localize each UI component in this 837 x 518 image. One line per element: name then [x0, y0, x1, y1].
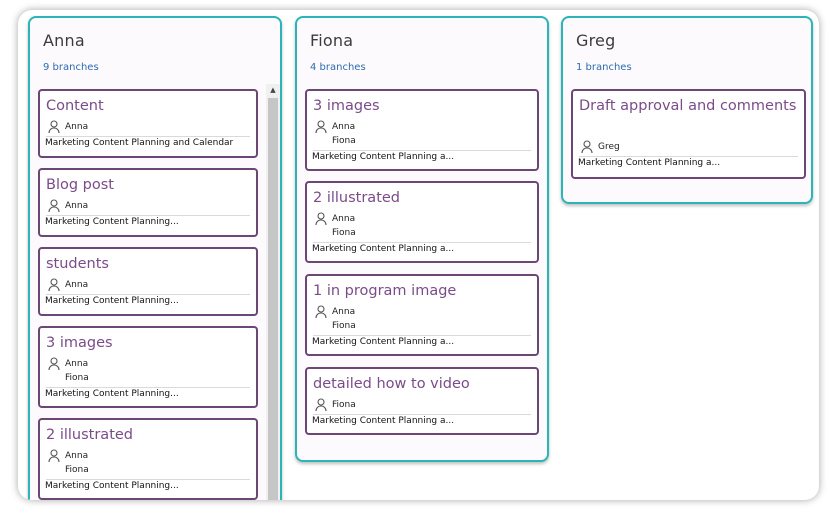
- card-title: Blog post: [46, 177, 114, 193]
- vertical-scrollbar[interactable]: ▲: [266, 84, 280, 500]
- card-title: Draft approval and comments: [579, 98, 797, 114]
- card-divider: [313, 242, 531, 243]
- person-icon: [581, 140, 593, 154]
- branch-card[interactable]: 1 in program image Anna Fiona Marketing …: [305, 274, 539, 356]
- plan-name: Marketing Content Planning...: [45, 389, 179, 399]
- plan-name: Marketing Content Planning a...: [312, 244, 455, 254]
- card-divider: [313, 150, 531, 151]
- assignee-names: Anna Fiona: [65, 451, 89, 475]
- plan-name: Marketing Content Planning...: [45, 481, 179, 491]
- column-branch-count: 1 branches: [576, 62, 632, 73]
- column-fiona: Fiona 4 branches 3 images Anna Fiona Mar…: [295, 16, 549, 462]
- branch-card[interactable]: 2 illustrated Anna Fiona Marketing Conte…: [305, 181, 539, 263]
- card-divider: [313, 335, 531, 336]
- branch-card[interactable]: 3 images Anna Fiona Marketing Content Pl…: [305, 89, 539, 171]
- branch-card[interactable]: students Anna Marketing Content Planning…: [38, 247, 258, 316]
- card-divider: [46, 136, 250, 137]
- assignee-names: Fiona: [332, 400, 356, 410]
- card-title: 2 illustrated: [313, 190, 401, 206]
- assignee-names: Anna: [65, 201, 89, 211]
- person-icon: [48, 199, 60, 213]
- branch-card[interactable]: Draft approval and comments Greg Marketi…: [571, 89, 806, 179]
- plan-name: Marketing Content Planning...: [45, 217, 179, 227]
- board-window: Anna 9 branches Content Anna Marketing C…: [18, 10, 819, 500]
- person-icon: [315, 212, 327, 226]
- person-icon: [48, 357, 60, 371]
- scrollbar-thumb[interactable]: [268, 98, 278, 500]
- card-list: Draft approval and comments Greg Marketi…: [563, 86, 811, 202]
- person-icon: [48, 449, 60, 463]
- assignee-names: Anna Fiona: [332, 307, 356, 331]
- card-list: 3 images Anna Fiona Marketing Content Pl…: [297, 86, 547, 460]
- card-title: Content: [46, 98, 104, 114]
- card-divider: [46, 215, 250, 216]
- plan-name: Marketing Content Planning and Calendar: [45, 138, 234, 148]
- column-greg: Greg 1 branches Draft approval and comme…: [561, 16, 813, 204]
- column-anna: Anna 9 branches Content Anna Marketing C…: [28, 16, 282, 500]
- card-title: students: [46, 256, 109, 272]
- column-branch-count: 4 branches: [310, 62, 366, 73]
- card-divider: [46, 479, 250, 480]
- plan-name: Marketing Content Planning a...: [312, 152, 455, 162]
- branch-card[interactable]: 2 illustrated Anna Fiona Marketing Conte…: [38, 418, 258, 500]
- plan-name: Marketing Content Planning...: [45, 296, 179, 306]
- card-list: Content Anna Marketing Content Planning …: [30, 86, 280, 500]
- assignee-names: Anna: [65, 280, 89, 290]
- column-branch-count: 9 branches: [43, 62, 99, 73]
- card-title: 3 images: [46, 335, 113, 351]
- column-title: Anna: [43, 31, 85, 50]
- branch-card[interactable]: 3 images Anna Fiona Marketing Content Pl…: [38, 326, 258, 408]
- assignee-names: Anna: [65, 122, 89, 132]
- card-title: 1 in program image: [313, 283, 457, 299]
- card-divider: [579, 156, 798, 157]
- assignee-names: Anna Fiona: [332, 214, 356, 238]
- assignee-names: Greg: [598, 142, 620, 152]
- card-divider: [46, 387, 250, 388]
- column-title: Fiona: [310, 31, 354, 50]
- person-icon: [48, 120, 60, 134]
- plan-name: Marketing Content Planning a...: [312, 416, 455, 426]
- card-title: 2 illustrated: [46, 427, 134, 443]
- branch-card[interactable]: detailed how to video Fiona Marketing Co…: [305, 367, 539, 435]
- person-icon: [315, 305, 327, 319]
- person-icon: [315, 120, 327, 134]
- assignee-names: Anna Fiona: [332, 122, 356, 146]
- card-title: 3 images: [313, 98, 380, 114]
- column-title: Greg: [576, 31, 616, 50]
- assignee-names: Anna Fiona: [65, 359, 89, 383]
- branch-card[interactable]: Blog post Anna Marketing Content Plannin…: [38, 168, 258, 237]
- plan-name: Marketing Content Planning a...: [578, 158, 721, 168]
- scroll-up-arrow-icon[interactable]: ▲: [270, 86, 276, 94]
- card-divider: [313, 414, 531, 415]
- plan-name: Marketing Content Planning a...: [312, 337, 455, 347]
- person-icon: [315, 398, 327, 412]
- person-icon: [48, 278, 60, 292]
- card-divider: [46, 294, 250, 295]
- card-title: detailed how to video: [313, 376, 470, 392]
- branch-card[interactable]: Content Anna Marketing Content Planning …: [38, 89, 258, 158]
